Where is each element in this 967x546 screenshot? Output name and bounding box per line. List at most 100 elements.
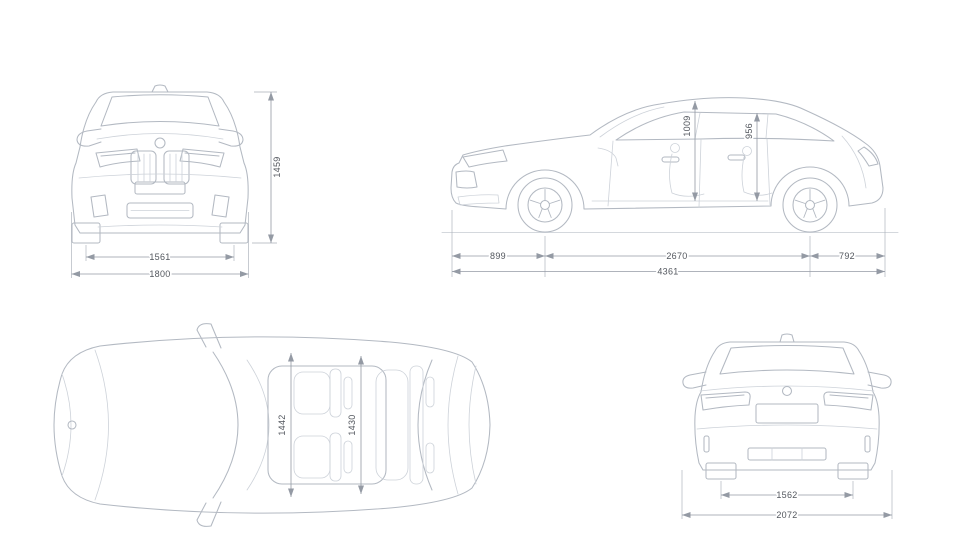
corner-vents — [90, 194, 230, 218]
grille-right-kidney — [163, 150, 190, 185]
top-view-seats — [293, 365, 435, 485]
rear-bench-back — [409, 365, 424, 485]
bumper-crease — [78, 173, 242, 179]
wheelbase-label: 2670 — [666, 251, 687, 261]
front-overhang-label: 899 — [490, 251, 506, 261]
front-view-car-drawing — [71, 84, 249, 244]
rear-bumper-crease — [696, 424, 878, 430]
rear-window-line — [417, 359, 433, 491]
top-body-outline — [53, 336, 491, 514]
front-seat — [669, 153, 705, 197]
rear-view: 1562 2072 — [681, 333, 893, 522]
rear-right-wheel — [837, 462, 869, 480]
passenger-headrest — [343, 440, 353, 474]
side-rear-wheel — [782, 177, 838, 233]
rear-headroom-label: 956 — [744, 123, 754, 139]
passenger-seat-cushion — [293, 435, 331, 479]
rear-width-extension-lines — [681, 470, 893, 519]
rear-overhang-label: 792 — [839, 251, 855, 261]
front-body-outline — [71, 91, 249, 234]
rear-bench-cushion — [375, 369, 409, 481]
windshield-outer — [212, 351, 239, 499]
left-mirror-top — [196, 323, 222, 349]
side-front-intake — [457, 194, 500, 206]
front-view-dimensions: 1459 1561 1800 — [71, 91, 284, 281]
roof-antenna-icon — [151, 84, 169, 93]
front-headroom-label: 1009 — [682, 115, 692, 136]
lower-intake — [126, 202, 194, 219]
overall-length-label: 4361 — [657, 267, 678, 277]
driver-headrest — [343, 376, 353, 410]
rear-width-label: 2072 — [776, 510, 797, 520]
passenger-seat-back — [329, 432, 342, 482]
rear-right-reflector — [864, 435, 871, 453]
nose-line — [61, 373, 72, 477]
rear-seat — [741, 156, 773, 196]
rear-track-label: 1562 — [776, 490, 797, 500]
side-hatch-seam — [841, 135, 867, 189]
spoiler-line — [468, 365, 477, 485]
left-headlight — [95, 148, 141, 168]
rear-right-mirror — [867, 371, 892, 389]
windshield — [100, 94, 220, 127]
driver-seat-cushion — [293, 371, 331, 415]
right-headlight — [179, 148, 225, 168]
side-body-outline — [450, 97, 884, 210]
side-taillight — [857, 146, 879, 167]
rear-seat-headrest — [742, 146, 752, 156]
grille-bars — [137, 153, 183, 182]
top-view: 1442 1430 — [53, 323, 491, 527]
rear-view-dimensions: 1562 2072 — [681, 470, 893, 522]
front-view: 1459 1561 1800 — [71, 84, 284, 281]
side-view: 1009 956 899 2670 792 4361 — [441, 97, 899, 278]
rear-left-headrest — [425, 376, 435, 408]
rear-antenna-fin-icon — [779, 333, 795, 343]
rear-window — [719, 344, 855, 375]
right-mirror-top — [196, 501, 222, 527]
side-view-dimensions: 1009 956 899 2670 792 4361 — [451, 101, 886, 278]
grille-left-kidney — [130, 150, 157, 185]
hood-roundel-icon — [67, 420, 77, 430]
dashboard-line — [597, 147, 619, 167]
top-view-dimensions: 1442 1430 — [275, 353, 364, 497]
width-label: 1800 — [149, 269, 170, 279]
side-view-car-drawing — [441, 97, 899, 233]
height-label: 1459 — [272, 156, 282, 177]
rear-interior-width-label: 1430 — [347, 414, 357, 435]
side-headlight — [462, 149, 508, 168]
rear-diffuser-bars — [771, 447, 803, 461]
front-interior-width-label: 1442 — [277, 414, 287, 435]
hatch-line — [447, 355, 459, 495]
driver-seat-back — [329, 368, 342, 418]
rear-view-car-drawing — [682, 333, 892, 480]
side-interior — [597, 143, 773, 197]
rear-left-reflector — [703, 435, 710, 453]
side-door-seams — [607, 138, 771, 208]
left-mirror — [76, 128, 102, 147]
rear-right-taillight — [823, 391, 874, 411]
rear-left-mirror — [682, 371, 707, 389]
width-extension-lines — [71, 212, 249, 278]
rear-roundel-icon — [781, 385, 793, 397]
side-front-wheel — [517, 177, 573, 233]
front-license-plate — [134, 181, 186, 195]
rear-left-taillight — [700, 391, 751, 411]
rear-right-headrest — [425, 442, 435, 474]
side-glasshouse — [615, 111, 835, 142]
top-view-car-drawing — [53, 323, 491, 527]
rear-door-handle — [727, 154, 746, 161]
hood-line — [96, 133, 224, 140]
rear-body-outline — [694, 341, 880, 471]
front-seat-headrest — [670, 143, 680, 153]
front-lip — [97, 224, 223, 228]
rear-license-plate — [755, 403, 819, 424]
hood-seam — [94, 349, 109, 501]
track-label: 1561 — [149, 252, 170, 262]
side-windshield-line — [599, 106, 665, 138]
roof-panel — [267, 365, 387, 485]
side-grille — [455, 170, 478, 189]
right-mirror — [218, 128, 244, 147]
windshield-inner — [246, 359, 270, 491]
